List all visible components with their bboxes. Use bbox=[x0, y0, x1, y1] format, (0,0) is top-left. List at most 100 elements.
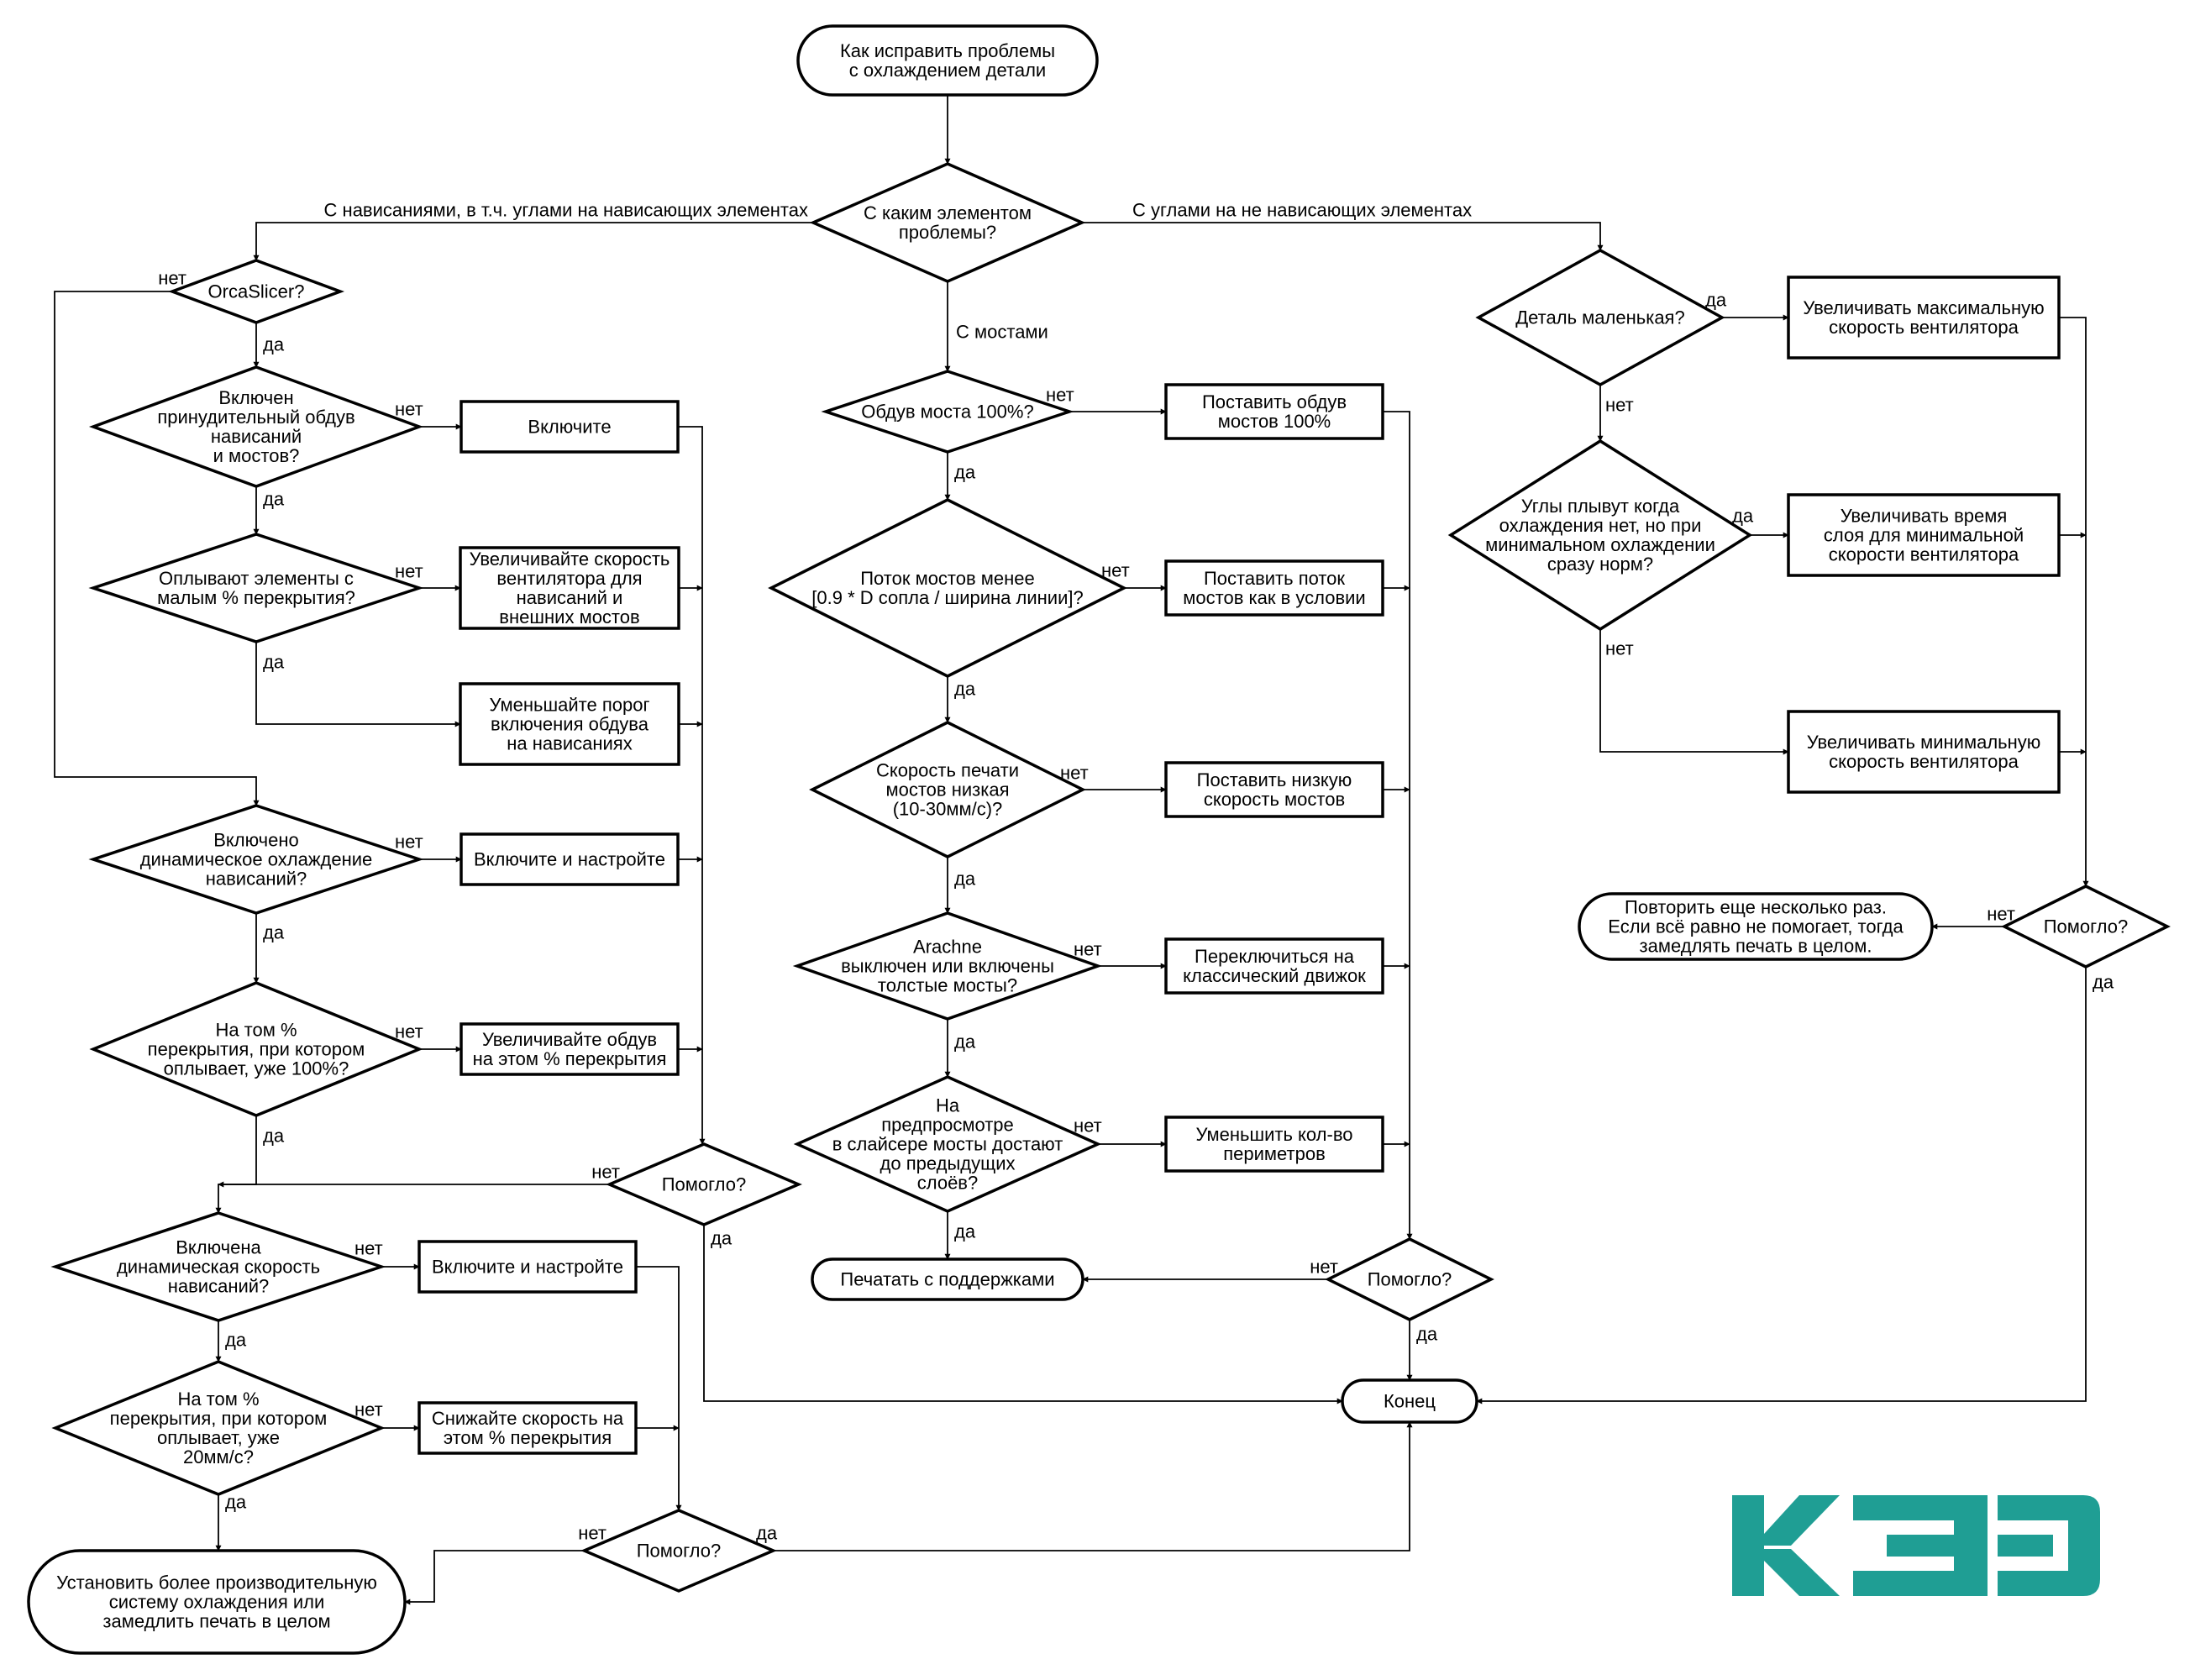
node-text-line: Поставить низкую bbox=[1197, 769, 1352, 790]
decision-diamond bbox=[88, 804, 424, 915]
node-text-line: 20мм/с? bbox=[183, 1446, 254, 1467]
node-print-supports: Печатать с поддержками bbox=[811, 1257, 1084, 1301]
connector-arrow bbox=[2059, 317, 2089, 887]
node-enable1: Включите bbox=[459, 400, 680, 454]
node-text-line: нависаний? bbox=[206, 869, 307, 890]
terminal-capsule bbox=[1341, 1378, 1478, 1424]
node-helped-bottom: Помогло? bbox=[580, 1509, 777, 1593]
node-text-line: Включен bbox=[218, 387, 293, 408]
node-text-line: перекрытия, при котором bbox=[148, 1039, 365, 1060]
node-text-line: Arachne bbox=[913, 937, 982, 958]
edge-label-yes: да bbox=[756, 1523, 778, 1544]
process-box bbox=[417, 1401, 638, 1455]
connector-arrow bbox=[1383, 411, 1413, 1240]
node-text-line: Уменьшайте порог bbox=[490, 695, 650, 716]
terminal-capsule bbox=[796, 24, 1099, 97]
decision-diamond bbox=[2001, 885, 2171, 969]
connector-arrow bbox=[215, 1116, 257, 1214]
process-box bbox=[1164, 383, 1384, 440]
process-box bbox=[459, 832, 680, 886]
node-text-line: На том % bbox=[177, 1389, 259, 1410]
node-text-line: вентилятора для bbox=[496, 568, 642, 589]
flow-connectors bbox=[54, 95, 2089, 1605]
k3d-logo: КЗD bbox=[1732, 1495, 2100, 1596]
node-text-line: Установить более производительную bbox=[56, 1572, 377, 1593]
edge-label-yes: да bbox=[1732, 506, 1754, 527]
decision-diamond bbox=[51, 1360, 386, 1496]
node-text-line: классический движок bbox=[1183, 965, 1366, 986]
node-text-line: Увеличивайте скорость bbox=[470, 549, 670, 570]
node-text-line: нависаний bbox=[211, 426, 302, 447]
node-text-line: скорость вентилятора bbox=[1829, 751, 2019, 772]
edge-label-no: нет bbox=[1987, 904, 2015, 925]
node-text-line: замедлять печать в целом. bbox=[1640, 936, 1872, 957]
node-end: Конец bbox=[1341, 1378, 1478, 1424]
edge-label-yes: да bbox=[2093, 972, 2114, 993]
decision-diamond bbox=[793, 1075, 1102, 1213]
node-text-line: На том % bbox=[215, 1020, 297, 1041]
node-text-line: систему охлаждения или bbox=[109, 1592, 325, 1613]
edge-label-yes: да bbox=[954, 1032, 976, 1053]
node-text-line: включения обдува bbox=[491, 714, 649, 735]
node-text-line: Увеличивайте обдув bbox=[482, 1029, 657, 1050]
node-text-line: периметров bbox=[1223, 1143, 1326, 1164]
node-bridge-blow: Обдув моста 100%? bbox=[821, 370, 1074, 454]
node-text-line: толстые мосты? bbox=[878, 975, 1017, 996]
connector-arrow bbox=[255, 642, 461, 727]
node-text-line: малым % перекрытия? bbox=[157, 587, 355, 608]
process-box bbox=[1787, 710, 2061, 794]
edge-label-yes: да bbox=[263, 652, 285, 673]
node-helped-left: Помогло? bbox=[606, 1142, 802, 1226]
node-text-line: перекрытия, при котором bbox=[110, 1408, 328, 1429]
node-text-line: Поставить поток bbox=[1204, 568, 1345, 589]
node-text-line: до предыдущих bbox=[880, 1153, 1016, 1174]
node-text-line: Помогло? bbox=[1368, 1269, 1452, 1290]
decision-diamond bbox=[821, 370, 1074, 454]
node-text-line: С каким элементом bbox=[864, 202, 1032, 223]
edge-label-yes: да bbox=[711, 1228, 733, 1249]
edge-label-no: нет bbox=[1074, 1116, 1102, 1137]
edge-label-non-overhang-corners: С углами на не нависающих элементах bbox=[1132, 200, 1472, 221]
node-text-line: предпросмотре bbox=[881, 1115, 1014, 1136]
node-text-line: Поток мостов менее bbox=[860, 568, 1035, 589]
node-text-line: мостов низкая bbox=[885, 780, 1009, 801]
node-text-line: Помогло? bbox=[662, 1174, 747, 1195]
node-text-line: в слайсере мосты достают bbox=[832, 1134, 1063, 1155]
connector-arrow bbox=[1599, 629, 1789, 755]
node-overlap-20: На том %перекрытия, при которомоплывает,… bbox=[51, 1360, 386, 1496]
edge-label-bridges: С мостами bbox=[956, 322, 1048, 343]
edge-label-no: нет bbox=[158, 268, 186, 289]
node-bridge-flow: Поток мостов менее[0.9 * D сопла / ширин… bbox=[768, 498, 1127, 678]
node-text-line: Увеличивать максимальную bbox=[1803, 297, 2044, 318]
node-text-line: Включена bbox=[176, 1237, 261, 1258]
node-text-line: Увеличивать время bbox=[1841, 506, 2008, 527]
node-text-line: слоёв? bbox=[917, 1173, 978, 1194]
decision-diamond bbox=[606, 1142, 802, 1226]
edge-label-no: нет bbox=[395, 399, 423, 420]
edge-label-yes: да bbox=[263, 1126, 285, 1147]
node-small-part: Деталь маленькая? bbox=[1475, 249, 1725, 386]
edge-label-no: нет bbox=[395, 561, 423, 582]
edge-label-no: нет bbox=[1060, 763, 1089, 784]
flow-edge-labels: С нависаниями, в т.ч. углами на нависающ… bbox=[158, 200, 2114, 1544]
node-text-line: мостов как в условии bbox=[1183, 587, 1365, 608]
edge-label-yes: да bbox=[1705, 290, 1727, 311]
node-helped-middle: Помогло? bbox=[1325, 1237, 1494, 1321]
node-text-line: Включите и настройте bbox=[432, 1257, 623, 1278]
process-box bbox=[417, 1240, 638, 1294]
node-text-line: нависаний? bbox=[168, 1276, 270, 1297]
edge-label-yes: да bbox=[1416, 1324, 1438, 1345]
edge-label-no: нет bbox=[1605, 638, 1634, 659]
edge-label-no: нет bbox=[1046, 385, 1074, 406]
node-text-line: этом % перекрытия bbox=[444, 1427, 612, 1448]
